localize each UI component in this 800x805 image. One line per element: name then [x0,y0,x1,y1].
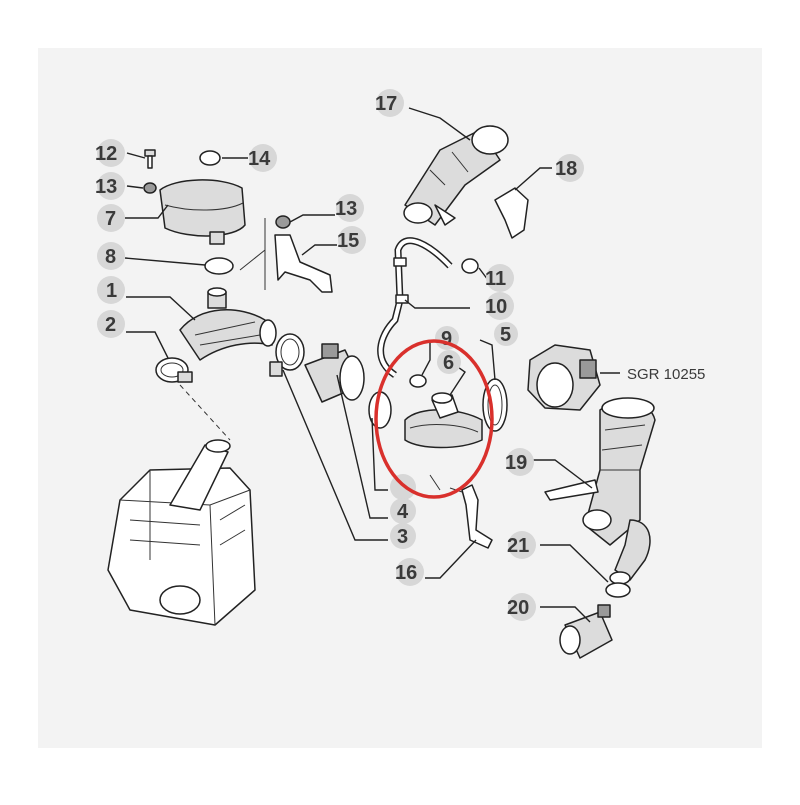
badge-8 [97,242,125,270]
label-2: 2 [105,314,116,336]
part-3-clamp [269,333,305,377]
label-15: 15 [337,230,359,252]
label-14: 14 [248,148,271,170]
label-20: 20 [507,597,529,619]
badge-1 [97,276,125,304]
badge-21 [508,531,536,559]
label-1: 1 [106,280,117,302]
badge-19 [506,448,534,476]
badge-20 [508,593,536,621]
label-17: 17 [375,93,397,115]
badge-15 [338,226,366,254]
badge-11 [486,264,514,292]
label-5: 5 [500,324,511,346]
callouts: 12 13 14 7 8 1 2 13 15 17 18 11 10 9 6 5 [95,89,705,621]
badge-6 [437,350,461,374]
throttle-body [527,344,601,411]
label-16: 16 [395,562,417,584]
part-6-hose [404,392,483,449]
reference-code: SGR 10255 [627,366,705,383]
hose-joint-2 [395,294,409,304]
part-1-elbow-duct [179,287,277,361]
badge-3 [390,523,416,549]
badge-13-center [336,194,364,222]
badge-4 [390,498,416,524]
label-6: 6 [443,352,454,374]
part-8-ring [204,257,234,275]
label-9: 9 [441,328,452,350]
badge-16 [396,558,424,586]
part-21-clamp [605,582,631,598]
part-14-seal [199,150,221,166]
label-8: 8 [105,246,116,268]
part-18-bracket [494,187,529,239]
badge-13-left [97,172,125,200]
part-13-nut-left [143,182,157,194]
label-3: 3 [397,526,408,548]
label-19: 19 [505,452,527,474]
bracket-guide [239,218,266,290]
badge-17 [376,89,404,117]
diagram-panel [38,48,762,748]
badge-18 [556,154,584,182]
label-4: 4 [397,501,409,523]
badge-5 [494,322,518,346]
leader-lines [124,107,620,623]
part-11-clamp [461,258,479,274]
part-17-pipe [403,125,509,226]
hose-joint-1 [393,257,407,267]
part-19-intake-tube [544,397,656,585]
badge-14 [249,144,277,172]
part-5-clamp-inner [487,384,503,426]
badge-7 [97,204,125,232]
label-21: 21 [507,535,529,557]
label-12: 12 [95,143,117,165]
part-9-ring [409,374,427,388]
part-20-fitting [559,604,613,659]
label-11: 11 [485,268,506,290]
label-13-left: 13 [95,176,117,198]
part-2-clamp [155,357,193,383]
badge-2 [97,310,125,338]
air-filter-box [107,439,256,626]
label-7: 7 [105,208,116,230]
part-13-nut-center [275,215,291,229]
badge-10 [486,292,514,320]
highlight-ellipse [374,339,494,499]
part-16-bracket [461,484,493,549]
label-13-center: 13 [335,198,357,220]
part-12-bolt [144,149,156,169]
badge-12 [97,139,125,167]
label-10: 10 [485,296,507,318]
part-4-flow-meter [304,343,365,403]
part-15-bracket [274,234,333,293]
part-7-resonator [159,179,246,245]
dashed-guide-1 [179,384,231,441]
label-18: 18 [555,158,577,180]
